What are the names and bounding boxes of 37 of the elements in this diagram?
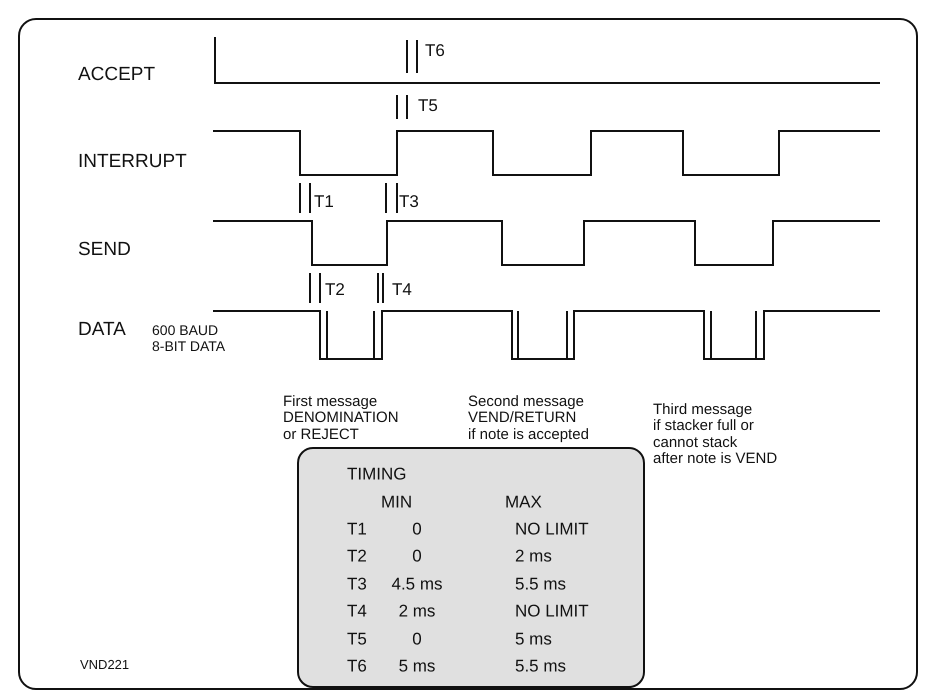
signal-label: SEND [78,240,131,260]
signal-label: T3 [399,192,419,212]
signal-label: DATA [78,320,126,340]
signal-label: T1 [314,192,334,212]
table-cell: 2 ms [515,548,552,565]
table-cell: T5 [347,630,367,648]
signal-label: VND221 [80,658,130,672]
table-title: TIMING [347,466,406,482]
signal-label: T2 [325,280,345,300]
table-cell: 0 [412,548,422,565]
table-cell: 2 ms [398,602,436,620]
table-cell: 5.5 ms [515,658,566,674]
annotation-text: First message DENOMINATION or REJECT [283,394,399,444]
table-cell: T6 [347,658,367,674]
annotation-text: Second message VEND/RETURN if note is accepted [468,394,589,444]
table-cell: T2 [347,548,367,565]
signal-label: ACCEPT [78,64,156,86]
table-cell: 5.5 ms [515,575,566,592]
signal-label: T5 [418,96,438,116]
timing-table [297,447,645,688]
annotation-text: Third message if stacker full or cannot stack after note is VEND [653,402,778,468]
column-header: MAX [505,494,542,510]
column-header: MIN [381,494,412,510]
table-cell: 4.5 ms [391,575,443,592]
signal-label: INTERRUPT [78,152,187,172]
table-cell: 5 ms [398,658,436,674]
table-cell: T1 [347,520,367,538]
table-cell: 5 ms [515,630,552,648]
table-cell: NO LIMIT [515,602,589,620]
table-cell: T4 [347,602,367,620]
signal-label: T4 [392,280,412,300]
table-cell: T3 [347,575,367,592]
table-cell: 0 [412,630,422,648]
signal-label: T6 [425,42,445,60]
annotation-text: 600 BAUD 8-BIT DATA [152,323,226,354]
table-cell: 0 [412,520,422,538]
table-cell: NO LIMIT [515,520,589,538]
